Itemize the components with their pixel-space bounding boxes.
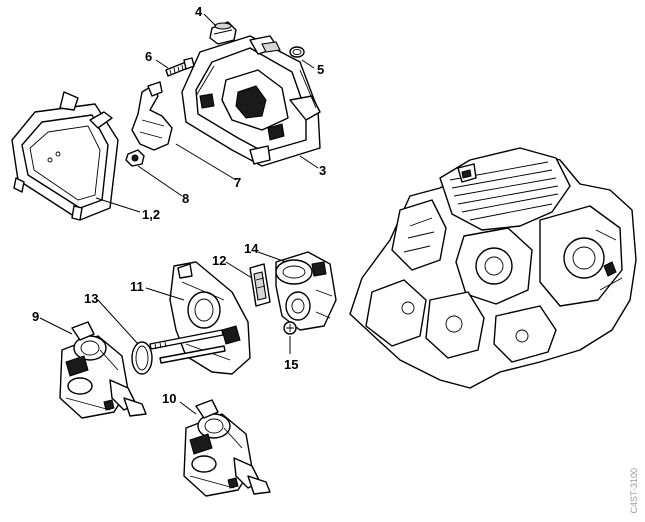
callout-5: 5: [317, 62, 325, 77]
callout-6: 6: [145, 49, 153, 64]
callout-7: 7: [234, 175, 242, 190]
callout-1-2: 1,2: [142, 207, 161, 222]
callout-10: 10: [162, 391, 177, 406]
intake-elbow-part: [275, 251, 337, 331]
callout-3: 3: [319, 163, 327, 178]
engine-assembly: [349, 147, 637, 389]
intake-plate-part: [169, 261, 251, 375]
leader-lines: [39, 13, 319, 415]
callout-9: 9: [32, 309, 40, 324]
o-ring-part: [289, 46, 305, 58]
carburetor-part-9: [59, 321, 147, 419]
callout-4: 4: [195, 4, 203, 19]
callout-8: 8: [182, 191, 190, 206]
callout-14: 14: [244, 241, 259, 256]
stud-bolts-part: [149, 329, 226, 364]
callout-11: 11: [130, 279, 144, 294]
o-ring-part-13: [131, 341, 153, 375]
callout-13: 13: [84, 291, 99, 306]
screw-part-6: [165, 57, 195, 77]
carburetor-part-10: [183, 399, 271, 497]
air-filter-part: [11, 91, 119, 221]
shroud-part: [181, 35, 321, 167]
screw-part-15: [283, 321, 297, 335]
grommet-part: [209, 21, 237, 45]
drawing-code-watermark: C4ST-3100: [629, 468, 639, 514]
callout-12: 12: [212, 253, 227, 268]
nut-part: [125, 149, 145, 167]
baffle-part: [131, 81, 173, 151]
callout-15: 15: [284, 357, 299, 372]
gasket-part: [249, 263, 271, 307]
